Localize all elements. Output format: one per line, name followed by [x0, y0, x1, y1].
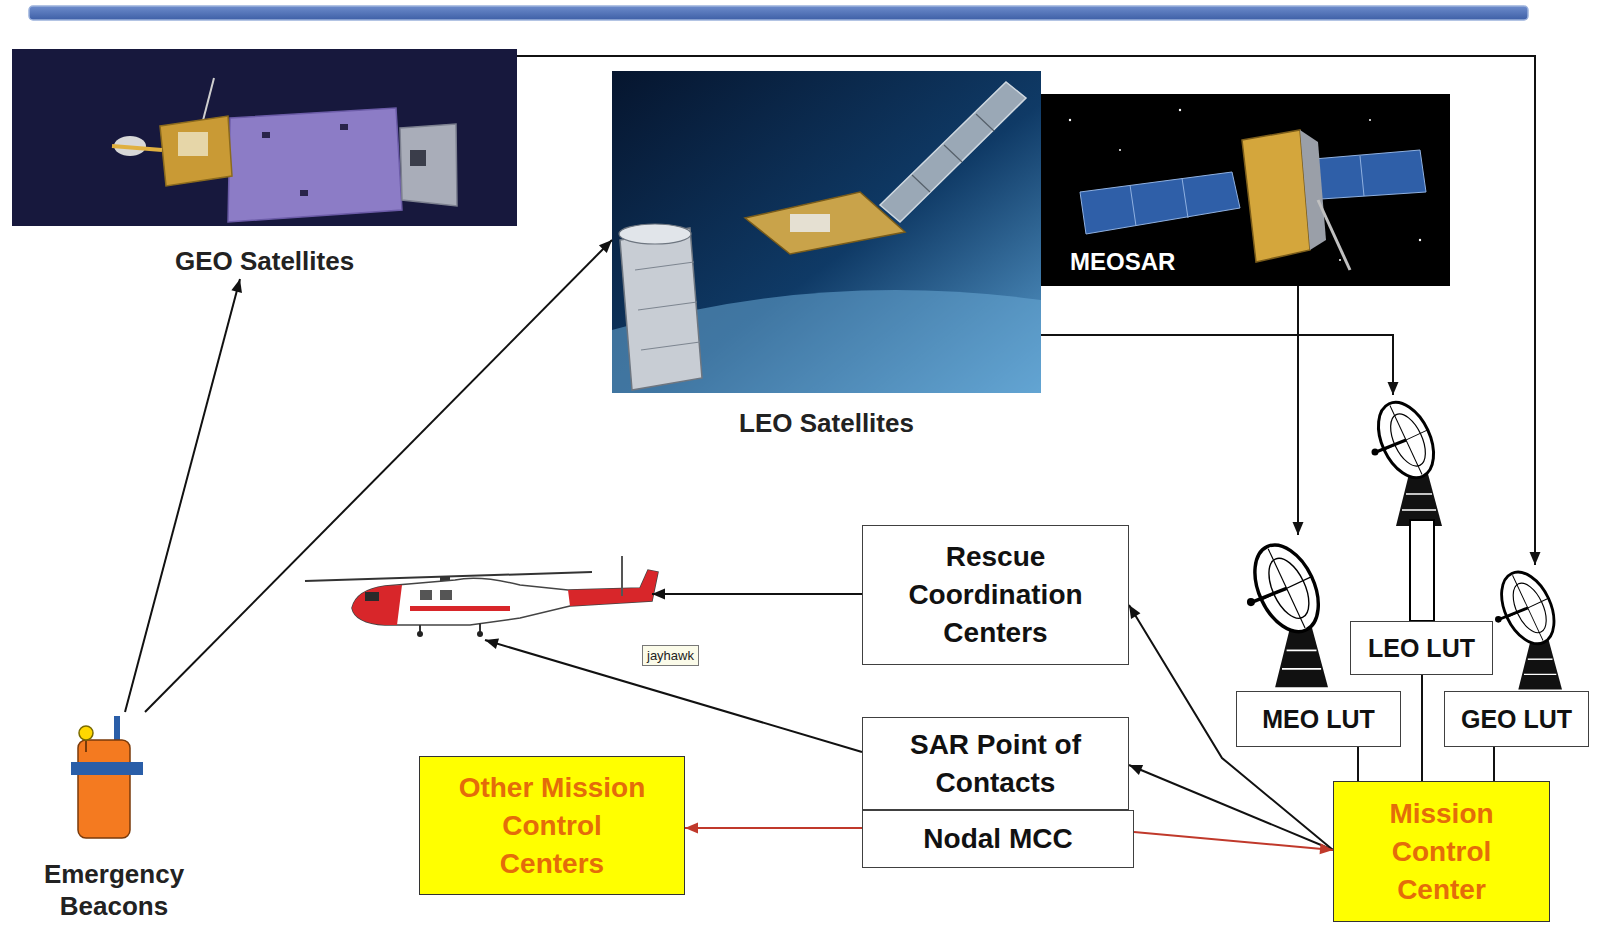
meo-lut-station: MEO LUT [1225, 535, 1401, 747]
other-mcc-box: Other Mission Control Centers [419, 756, 685, 895]
lut-label-box: MEO LUT [1236, 691, 1401, 747]
connector-line [1421, 675, 1423, 781]
arrowhead [652, 589, 665, 600]
leo-satellite-image: LEO Satellites [612, 71, 1041, 441]
connector-line [125, 279, 240, 712]
caption-text: MEOSAR [1070, 246, 1270, 278]
connector [1293, 286, 1304, 535]
connector-line [145, 240, 612, 712]
antenna-dishes [1242, 394, 1564, 690]
geo-lut-station: GEO LUT [1444, 565, 1589, 747]
helicopter: jayhawk [305, 548, 652, 640]
connector [1422, 675, 1423, 781]
connector [1134, 832, 1333, 854]
image-tag: jayhawk [642, 645, 699, 666]
caption-text: LEO Satellites [612, 407, 1041, 439]
tag-text: jayhawk [647, 647, 694, 664]
emergency-beacon: Emergency Beacons [14, 712, 214, 924]
connector-line [685, 827, 862, 829]
box-label: Mission Control Center [1347, 795, 1537, 909]
lut-label: MEO LUT [1262, 705, 1375, 734]
meosar-satellite-picture [1041, 94, 1450, 286]
connector [145, 240, 612, 712]
caption: Emergency Beacons [14, 858, 214, 922]
connector [517, 56, 1541, 565]
lut-label-box: LEO LUT [1350, 621, 1493, 675]
arrowhead [485, 638, 499, 649]
arrowhead [685, 823, 698, 834]
arrowhead [1129, 765, 1143, 775]
connector-line [485, 640, 862, 752]
title-bar [29, 6, 1528, 20]
caption: LEO Satellites [612, 407, 1041, 439]
lut-label: GEO LUT [1461, 705, 1572, 734]
caption: MEOSAR [1070, 246, 1270, 278]
lut-label-box: GEO LUT [1444, 691, 1589, 747]
connector-line [1357, 747, 1359, 781]
helicopter-drawing [305, 556, 658, 637]
connector-line [1493, 747, 1495, 781]
leo-lut-station: LEO LUT [1350, 395, 1493, 675]
connector [1129, 765, 1333, 850]
connector-line [1134, 832, 1333, 850]
lut-label: LEO LUT [1368, 634, 1475, 663]
connector [685, 823, 862, 834]
box-label: Other Mission Control Centers [452, 769, 652, 883]
arrowhead [599, 240, 612, 253]
arrowhead [1530, 552, 1541, 565]
box-label: SAR Point of Contacts [876, 726, 1116, 802]
rescue-center-box: Rescue Coordination Centers [862, 525, 1129, 665]
nodal-mcc-box: Nodal MCC [862, 810, 1134, 868]
arrowhead [1293, 522, 1304, 535]
caption-text: GEO Satellites [12, 245, 517, 277]
caption-text: Emergency Beacons [14, 858, 214, 922]
connector [1358, 747, 1359, 781]
caption: GEO Satellites [12, 245, 517, 277]
beacon-icon [71, 716, 143, 838]
arrowhead [1388, 382, 1399, 395]
arrowhead [1129, 605, 1140, 619]
connector [485, 638, 862, 752]
connector [1041, 335, 1399, 395]
box-label: Rescue Coordination Centers [881, 538, 1111, 652]
connector [125, 279, 242, 712]
connector-line [1041, 335, 1393, 395]
connector [1494, 747, 1495, 781]
sar-contact-box: SAR Point of Contacts [862, 717, 1129, 810]
arrowhead [231, 279, 242, 293]
mcc-box: Mission Control Center [1333, 781, 1550, 922]
box-label: Nodal MCC [923, 820, 1072, 858]
geo-satellite-picture [12, 49, 517, 226]
connector-line [517, 56, 1535, 565]
meosar-satellite-image: MEOSAR [1041, 94, 1450, 286]
connector-line [652, 593, 862, 595]
arrowhead [1320, 843, 1333, 854]
connector-line [1297, 286, 1299, 535]
connector [652, 589, 862, 600]
leo-satellite-picture [612, 71, 1041, 393]
connector-line [1129, 765, 1333, 850]
geo-satellite-image: GEO Satellites [12, 49, 517, 279]
